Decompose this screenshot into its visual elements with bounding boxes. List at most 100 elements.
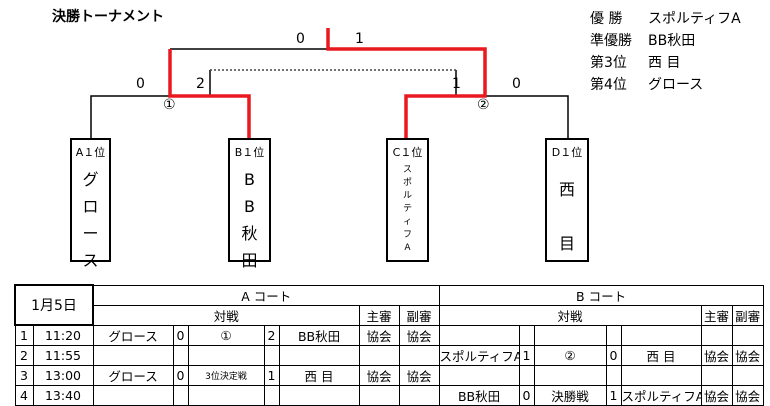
court-b-ref1 [700, 364, 733, 386]
court-b-mid: 決勝戦 [533, 384, 607, 406]
team-char: 田 [241, 251, 258, 270]
team-char: ス [402, 165, 412, 175]
team-char: ィ [402, 217, 412, 227]
team-char: ポ [402, 178, 412, 188]
row-number: 1 [14, 324, 34, 346]
winner-lines [168, 28, 487, 138]
court-b-s1 [518, 324, 535, 346]
final-score-left: 0 [296, 31, 305, 47]
court-b-t2 [620, 324, 702, 346]
team-char: ロ [82, 197, 99, 216]
team-box-d: D１位 西 目 [545, 138, 589, 262]
tournament-bracket [90, 28, 569, 138]
court-b-t1 [438, 364, 520, 386]
court-a-t1 [92, 344, 174, 366]
court-b-t1: スポルティフA [438, 344, 520, 366]
court-a-t2: 西 目 [278, 364, 360, 386]
row-number: 2 [14, 344, 34, 366]
team-char: ル [402, 191, 412, 201]
court-a-s1 [172, 344, 189, 366]
team-char: B [244, 170, 255, 189]
court-b-ref2 [731, 364, 764, 386]
row-time: 11:20 [32, 324, 94, 346]
bracket-lines [90, 48, 569, 138]
result-team-3: 西 目 [648, 55, 681, 71]
team-name-d: 西 目 [547, 176, 587, 257]
court-a-ref2 [398, 384, 440, 406]
team-seed-d: D１位 [551, 146, 583, 159]
court-b-mid: ② [533, 344, 607, 366]
team-name-b: B B 秋 田 [230, 166, 269, 274]
row-time: 13:00 [32, 364, 94, 386]
semi1-score-left: 0 [136, 76, 145, 92]
court-b-ref1: 協会 [700, 384, 733, 406]
page-title: 決勝トーナメント [52, 9, 164, 25]
team-seed-a: A１位 [75, 146, 106, 159]
court-b-mid [533, 364, 607, 386]
court-a-mid: 3位決定戦 [187, 364, 265, 386]
court-b-mid [533, 324, 607, 346]
court-a-header: A コート [92, 284, 440, 306]
row-number: 3 [14, 364, 34, 386]
court-a-s2 [263, 344, 280, 366]
team-box-b: B１位 B B 秋 田 [228, 138, 271, 270]
result-rank-2: 準優勝 [590, 33, 632, 49]
court-a-fukushin: 副審 [398, 304, 440, 326]
court-a-ref2: 協会 [398, 324, 440, 346]
court-a-t1 [92, 384, 174, 406]
court-b-t2: スポルティフA [620, 384, 702, 406]
court-a-s1: 0 [172, 324, 189, 346]
schedule-header-row-2: 対戦 主審 副審 対戦 主審 副審 [15, 304, 764, 326]
court-a-ref1 [358, 344, 400, 366]
team-char: 目 [558, 234, 575, 253]
schedule-header-row-1: 1月5日 A コート B コート [13, 284, 764, 326]
semi2-score-right: 0 [512, 76, 521, 92]
court-a-s1: 0 [172, 364, 189, 386]
court-a-t2 [278, 384, 360, 406]
court-b-ref2: 協会 [731, 344, 764, 366]
bracket-line-team-d [485, 95, 569, 138]
team-char: 西 [558, 180, 575, 199]
court-b-s1: 1 [518, 344, 535, 366]
result-team-1: スポルティフA [648, 11, 741, 27]
court-a-t1: グロース [92, 364, 174, 386]
court-a-s2 [263, 384, 280, 406]
team-char: テ [402, 204, 412, 214]
court-a-s2: 1 [263, 364, 280, 386]
match-label-1: ① [163, 97, 176, 113]
court-b-fukushin: 副審 [731, 304, 764, 326]
court-b-t2 [620, 364, 702, 386]
court-a-mid [187, 344, 265, 366]
winner-line-runnerup [168, 49, 251, 138]
court-a-ref1 [358, 384, 400, 406]
court-a-s1 [172, 384, 189, 406]
court-a-ref2 [398, 344, 440, 366]
team-char: フ [402, 230, 412, 240]
team-name-a: グ ロ ー ス [72, 166, 109, 274]
semi2-score-left: 1 [452, 76, 461, 92]
team-char: B [244, 197, 255, 216]
court-b-s2: 1 [605, 384, 622, 406]
schedule-date: 1月5日 [13, 284, 95, 326]
court-b-s2: 0 [605, 344, 622, 366]
court-b-ref1 [700, 324, 733, 346]
match-label-2: ② [477, 97, 490, 113]
team-box-a: A１位 グ ロ ー ス [70, 138, 111, 270]
result-rank-4: 第4位 [590, 77, 627, 93]
court-a-s2: 2 [263, 324, 280, 346]
result-rank-3: 第3位 [590, 55, 627, 71]
court-a-ref2: 協会 [398, 364, 440, 386]
team-char [547, 203, 587, 230]
final-score-right: 1 [355, 31, 364, 47]
row-time: 13:40 [32, 384, 94, 406]
court-b-s2 [605, 324, 622, 346]
court-a-ref1: 協会 [358, 364, 400, 386]
court-b-t1 [438, 324, 520, 346]
court-b-shushin: 主審 [700, 304, 733, 326]
